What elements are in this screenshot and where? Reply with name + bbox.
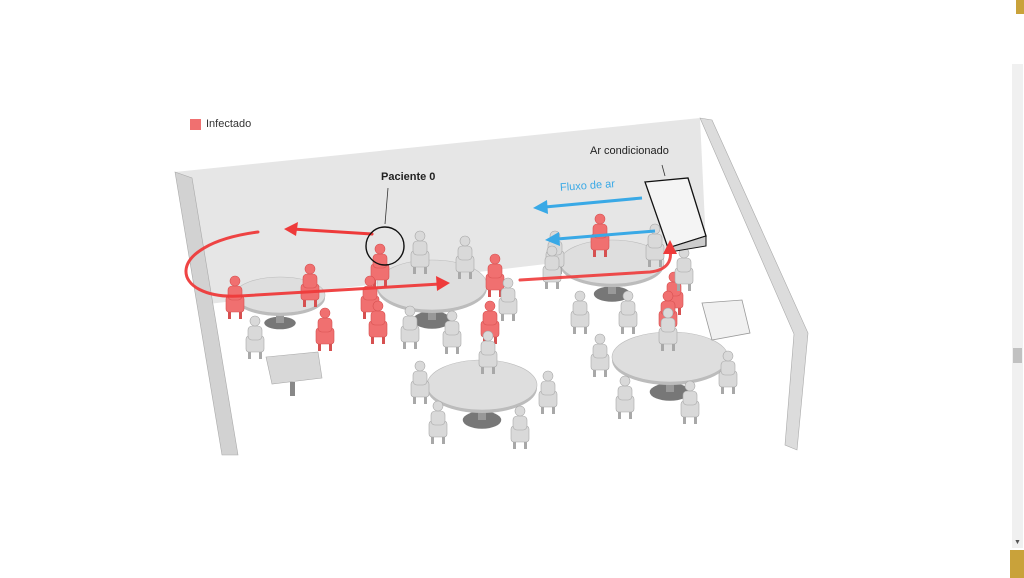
air-conditioner-label: Ar condicionado	[590, 145, 669, 157]
legend: Infectado	[190, 118, 251, 130]
legend-label: Infectado	[206, 118, 252, 130]
healthy-diner	[410, 360, 430, 404]
infection-path-loop	[184, 230, 442, 298]
tables	[234, 239, 729, 429]
healthy-diner	[658, 307, 678, 351]
air-arrowhead-icon	[533, 200, 548, 214]
legend-swatch	[190, 118, 201, 130]
healthy-diner	[590, 333, 610, 377]
vertical-scrollbar[interactable]: ▼	[1012, 64, 1023, 548]
air-conditioner-main	[644, 177, 707, 253]
patient-zero-circle	[365, 226, 405, 266]
healthy-diner	[615, 375, 635, 419]
air-flow-arrows	[533, 196, 656, 246]
ac-pointer-line	[661, 164, 666, 177]
infected-diner	[368, 300, 388, 344]
healthy-diner	[618, 290, 638, 334]
scroll-down-arrow-icon[interactable]: ▼	[1014, 539, 1021, 546]
left-wall	[174, 171, 239, 456]
healthy-diner	[645, 223, 665, 267]
infection-path-return	[290, 227, 374, 236]
healthy-diner	[400, 305, 420, 349]
healthy-diner	[455, 235, 475, 279]
infected-diner	[485, 253, 505, 297]
healthy-diner	[718, 350, 738, 394]
scrollbar-thumb[interactable]	[1013, 348, 1022, 363]
infected-diner	[300, 263, 320, 307]
frame-corner	[1016, 0, 1024, 14]
healthy-diner	[410, 230, 430, 274]
healthy-diner	[510, 405, 530, 449]
patient-zero-label: Paciente 0	[381, 171, 436, 183]
arrowhead-right-icon	[436, 276, 450, 291]
healthy-diner	[442, 310, 462, 354]
infected-diner	[370, 243, 390, 287]
healthy-diner	[538, 370, 558, 414]
frame-corner	[1010, 550, 1024, 578]
air-arrowhead-icon	[545, 232, 560, 246]
infected-diner	[480, 300, 500, 344]
arrowhead-up-icon	[663, 240, 677, 254]
healthy-diner	[498, 277, 518, 321]
healthy-diner	[478, 330, 498, 374]
round-table	[426, 359, 538, 429]
infection-paths	[184, 222, 677, 298]
square-table	[265, 351, 323, 396]
air-conditioner-secondary	[701, 299, 751, 341]
healthy-diner	[428, 400, 448, 444]
healthy-diner	[674, 247, 694, 291]
right-wall	[699, 117, 809, 451]
arrowhead-left-icon	[284, 222, 298, 236]
infected-diner	[315, 307, 335, 351]
healthy-diner	[680, 380, 700, 424]
healthy-diner	[245, 315, 265, 359]
healthy-diner	[570, 290, 590, 334]
patient-zero-pointer	[384, 187, 389, 225]
